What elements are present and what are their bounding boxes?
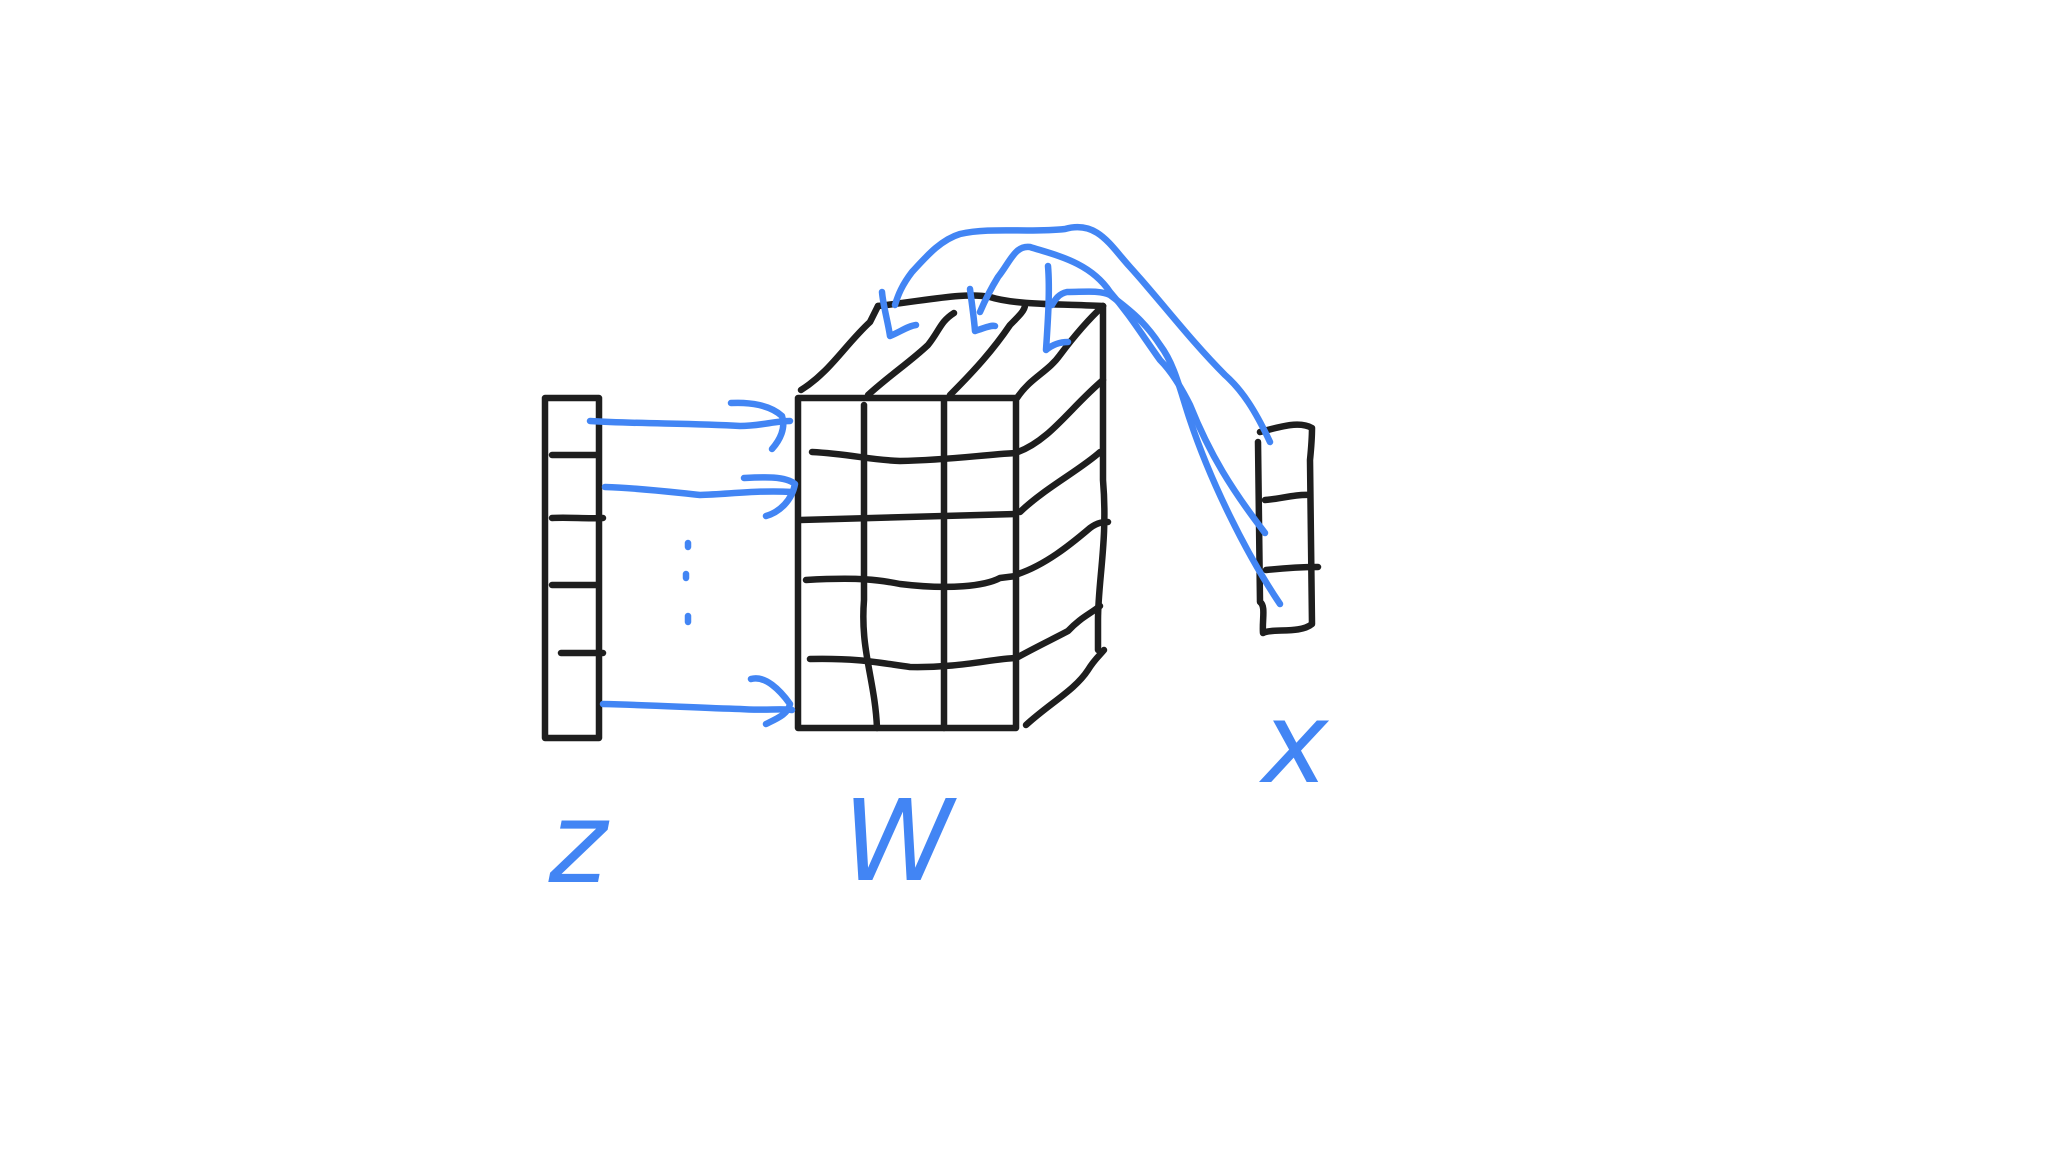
- arrowhead: [740, 474, 799, 520]
- arrow-z-to-w: [586, 417, 794, 430]
- arrows-x-to-w: [878, 224, 1284, 608]
- vector-x-divider: [1262, 563, 1322, 574]
- tensor-w-row-line: [796, 510, 1020, 524]
- tensor-w-right-row: [1014, 376, 1107, 456]
- label-x: x: [1261, 679, 1329, 809]
- arrowhead: [1042, 262, 1072, 354]
- tensor-w-right-row: [1022, 646, 1108, 729]
- tensor-w-top-diagonal: [946, 301, 1029, 399]
- tensor-w-row-line: [806, 654, 1020, 671]
- tensor-w-top-diagonal: [864, 309, 958, 399]
- arrowhead: [966, 285, 999, 335]
- tensor-w-right-row: [1014, 602, 1104, 661]
- arrowhead: [878, 288, 920, 340]
- tensor-w: [794, 292, 1112, 732]
- vector-x-outline: [1254, 421, 1316, 637]
- vector-x-divider: [1261, 491, 1314, 504]
- tensor-w-right-row: [1016, 448, 1104, 516]
- tensor-w-front-face: [794, 394, 1020, 732]
- arrow-x-to-w: [1048, 288, 1284, 608]
- tensor-w-top-diagonal: [1013, 302, 1107, 402]
- arrows-z-to-w: [586, 399, 799, 728]
- label-w: W: [842, 777, 954, 907]
- arrowhead: [747, 675, 794, 728]
- tensor-w-row-line: [808, 448, 1020, 465]
- vector-z: [541, 394, 607, 742]
- tensor-w-right-row: [1014, 518, 1112, 578]
- tensor-w-column-line: [860, 401, 881, 732]
- vector-z-divider: [548, 514, 607, 522]
- vector-z-outline: [541, 394, 603, 742]
- arrowhead: [727, 399, 787, 453]
- label-z: z: [548, 779, 608, 909]
- tensor-w-row-line: [802, 572, 1020, 591]
- tensor-w-right-edge: [1094, 302, 1108, 654]
- arrow-z-to-w: [601, 483, 796, 499]
- vector-x: [1254, 421, 1322, 637]
- arrow-z-to-w: [599, 700, 796, 714]
- arrow-x-to-w: [891, 224, 1274, 446]
- tensor-w-top-diagonal: [797, 302, 882, 394]
